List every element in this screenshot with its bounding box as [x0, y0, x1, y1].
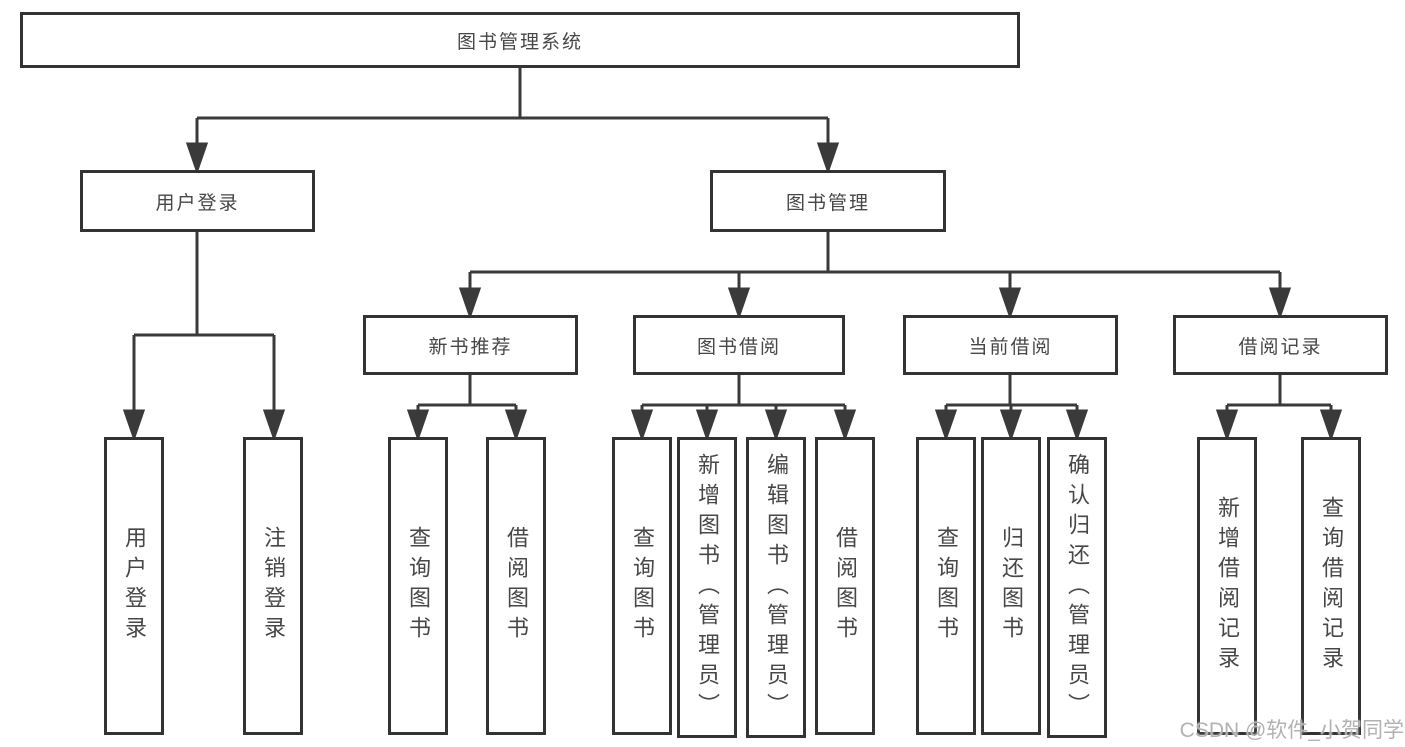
leaf-recommend-borrow-books: 借阅图书: [486, 437, 546, 735]
node-new-book-recommend: 新书推荐: [363, 315, 578, 375]
node-root-system: 图书管理系统: [20, 12, 1020, 68]
leaf-records-add-record: 新增借阅记录: [1197, 437, 1257, 735]
node-book-borrowing: 图书借阅: [633, 315, 845, 375]
leaf-recommend-query-books: 查询图书: [388, 437, 448, 735]
leaf-borrow-edit-books: 编辑图书（管理员）: [746, 437, 806, 738]
csdn-watermark: CSDN @软件_小贺同学: [1179, 719, 1404, 742]
leaf-records-query-record: 查询借阅记录: [1301, 437, 1361, 735]
node-book-management: 图书管理: [710, 170, 946, 232]
leaf-current-query-books: 查询图书: [916, 437, 976, 735]
node-borrowing-records: 借阅记录: [1173, 315, 1388, 375]
node-current-borrowing: 当前借阅: [903, 315, 1118, 375]
leaf-logout: 注销登录: [243, 437, 303, 735]
leaf-borrow-borrow-books: 借阅图书: [815, 437, 875, 735]
leaf-borrow-query-books: 查询图书: [612, 437, 672, 735]
leaf-borrow-add-books: 新增图书（管理员）: [677, 437, 737, 738]
leaf-current-confirm-return: 确认归还（管理员）: [1047, 437, 1107, 738]
leaf-current-return-books: 归还图书: [981, 437, 1041, 735]
leaf-user-login: 用户登录: [104, 437, 164, 735]
node-user-login: 用户登录: [80, 170, 315, 232]
